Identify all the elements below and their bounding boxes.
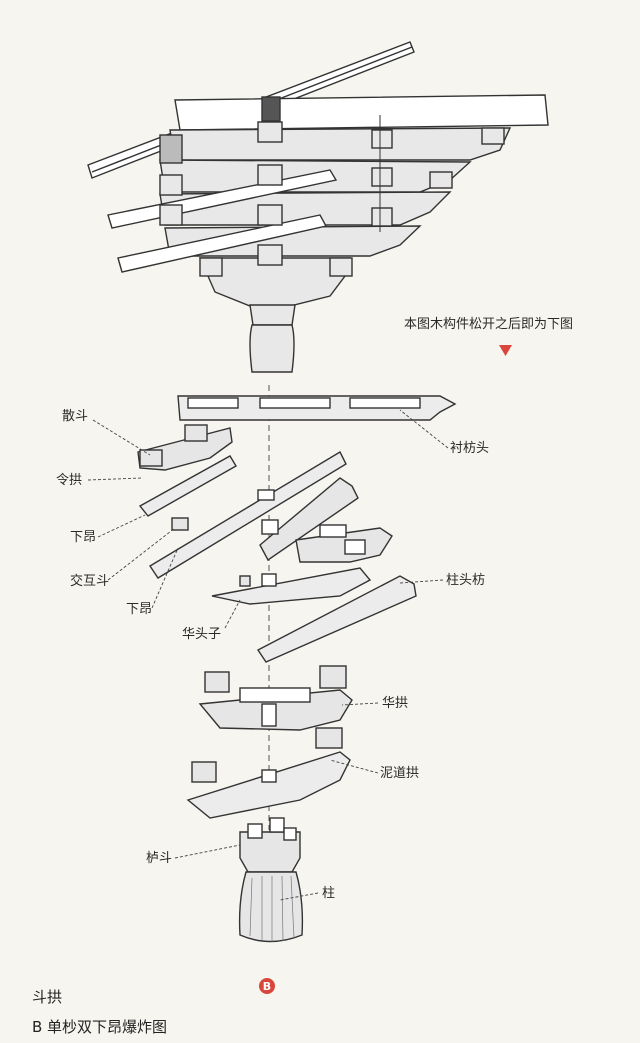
label-nidaogong: 泥道拱 [380,766,419,781]
label-huatouzi: 华头子 [182,627,221,642]
down-triangle-icon [499,345,512,356]
part-ludou [239,817,301,873]
part-huagong [198,665,353,731]
part-nidaogong [186,727,351,819]
part-small-arm [295,524,393,563]
label-xiaang-2: 下昂 [126,602,152,617]
part-chenfangtou [177,395,457,421]
part-huatouzi [211,567,372,605]
assembled-column [249,324,295,373]
part-sandou-linggong [137,424,233,471]
badge-letter: B [263,980,271,993]
top-beam [174,94,549,131]
leader-lines [87,409,449,901]
badge-b: B [259,978,275,994]
note-text: 本图木构件松开之后即为下图 [404,317,573,332]
part-xiaang-1 [138,455,237,517]
assembled-bracket [87,41,549,373]
caption-title: 斗拱 [32,988,63,1006]
label-linggong: 令拱 [56,473,82,488]
label-zhu: 柱 [322,886,335,901]
ang-arm-2 [117,214,328,273]
label-xiaang-1: 下昂 [70,530,96,545]
label-zhutoufang: 柱头枋 [446,572,485,588]
label-ludou: 栌斗 [146,851,172,866]
badge-circle [259,978,275,994]
caption-subtitle: B 单杪双下昂爆炸图 [32,1018,168,1036]
label-jiaohudou: 交互斗 [70,573,109,589]
part-xiaang-long-1 [149,451,347,579]
part-xiaang-long-2 [259,477,359,562]
label-chenfangtou: 衬枋头 [450,440,489,456]
part-zhu [238,871,304,943]
label-sandou: 散斗 [62,409,88,424]
part-zhutoufang [256,575,417,663]
part-jiaohudou [171,517,189,531]
label-huagong: 华拱 [382,696,408,711]
assembled-ludou [249,304,296,326]
